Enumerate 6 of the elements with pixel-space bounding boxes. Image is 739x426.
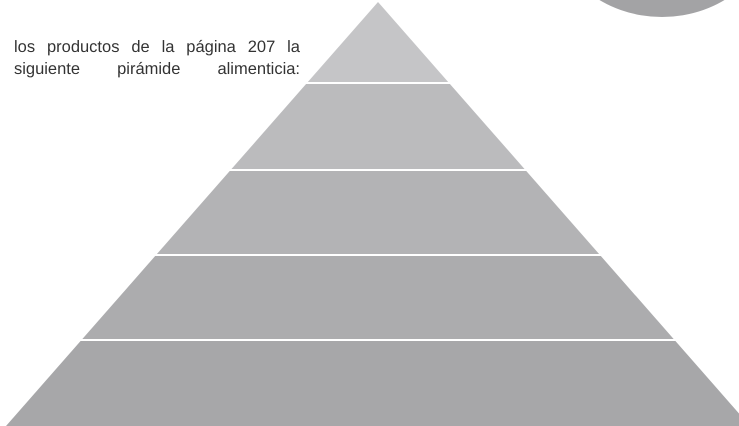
pyramid-tier [82,256,674,339]
pyramid-tier [156,171,600,254]
instruction-text: los productos de la página 207 la siguiente pirámide alimenticia: [14,37,300,80]
pyramid-top-tier [308,2,448,82]
pyramid-tier [231,84,525,169]
pyramid-tier [6,341,739,426]
